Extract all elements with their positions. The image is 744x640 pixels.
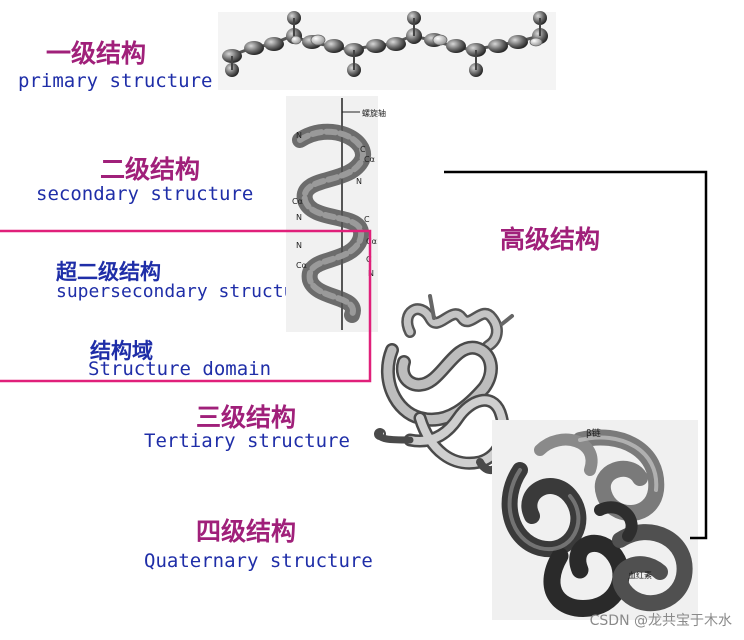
quaternary-structure-image: β链 血红素 bbox=[492, 420, 698, 620]
helix-atom-label: N bbox=[296, 131, 302, 140]
supersecondary-domain-highlight-box bbox=[0, 229, 372, 383]
tertiary-structure-cn: 三级结构 bbox=[196, 403, 297, 432]
helix-atom-label: Cα bbox=[366, 237, 377, 246]
beta-chain-label: β链 bbox=[586, 427, 601, 439]
quaternary-structure-cn: 四级结构 bbox=[196, 517, 297, 546]
alpha-helix-image: 螺旋轴 N C Cα N Cα C N Cα N C Cα N bbox=[286, 96, 386, 332]
primary-structure-cn: 一级结构 bbox=[46, 39, 147, 68]
helix-atom-label: Cα bbox=[364, 155, 375, 164]
secondary-structure-en: secondary structure bbox=[36, 183, 254, 205]
helix-atom-label: Cα bbox=[296, 261, 307, 270]
higher-order-structure-label: 高级结构 bbox=[500, 225, 601, 254]
helix-atom-label: Cα bbox=[292, 197, 303, 206]
helix-axis-label: 螺旋轴 bbox=[362, 108, 386, 118]
helix-atom-label: N bbox=[356, 177, 362, 186]
helix-atom-label: C bbox=[360, 145, 366, 154]
quaternary-structure-en: Quaternary structure bbox=[144, 550, 373, 572]
primary-structure-chain-image bbox=[218, 11, 556, 90]
helix-atom-label: N bbox=[296, 213, 302, 222]
secondary-structure-cn: 二级结构 bbox=[100, 155, 201, 184]
supersecondary-structure-en: supersecondary structure bbox=[56, 281, 317, 302]
higher-order-bracket bbox=[444, 170, 708, 540]
tertiary-structure-en: Tertiary structure bbox=[144, 430, 350, 452]
watermark: CSDN @龙共宝于木水 bbox=[589, 613, 732, 629]
supersecondary-structure-cn: 超二级结构 bbox=[56, 260, 161, 284]
helix-atom-label: C bbox=[364, 215, 370, 224]
structure-domain-en: Structure domain bbox=[88, 358, 272, 380]
structure-domain-cn: 结构域 bbox=[90, 339, 153, 363]
helix-atom-label: N bbox=[296, 241, 302, 250]
primary-structure-en: primary structure bbox=[18, 70, 213, 92]
heme-label: 血红素 bbox=[628, 570, 652, 580]
tertiary-structure-image bbox=[374, 294, 514, 474]
